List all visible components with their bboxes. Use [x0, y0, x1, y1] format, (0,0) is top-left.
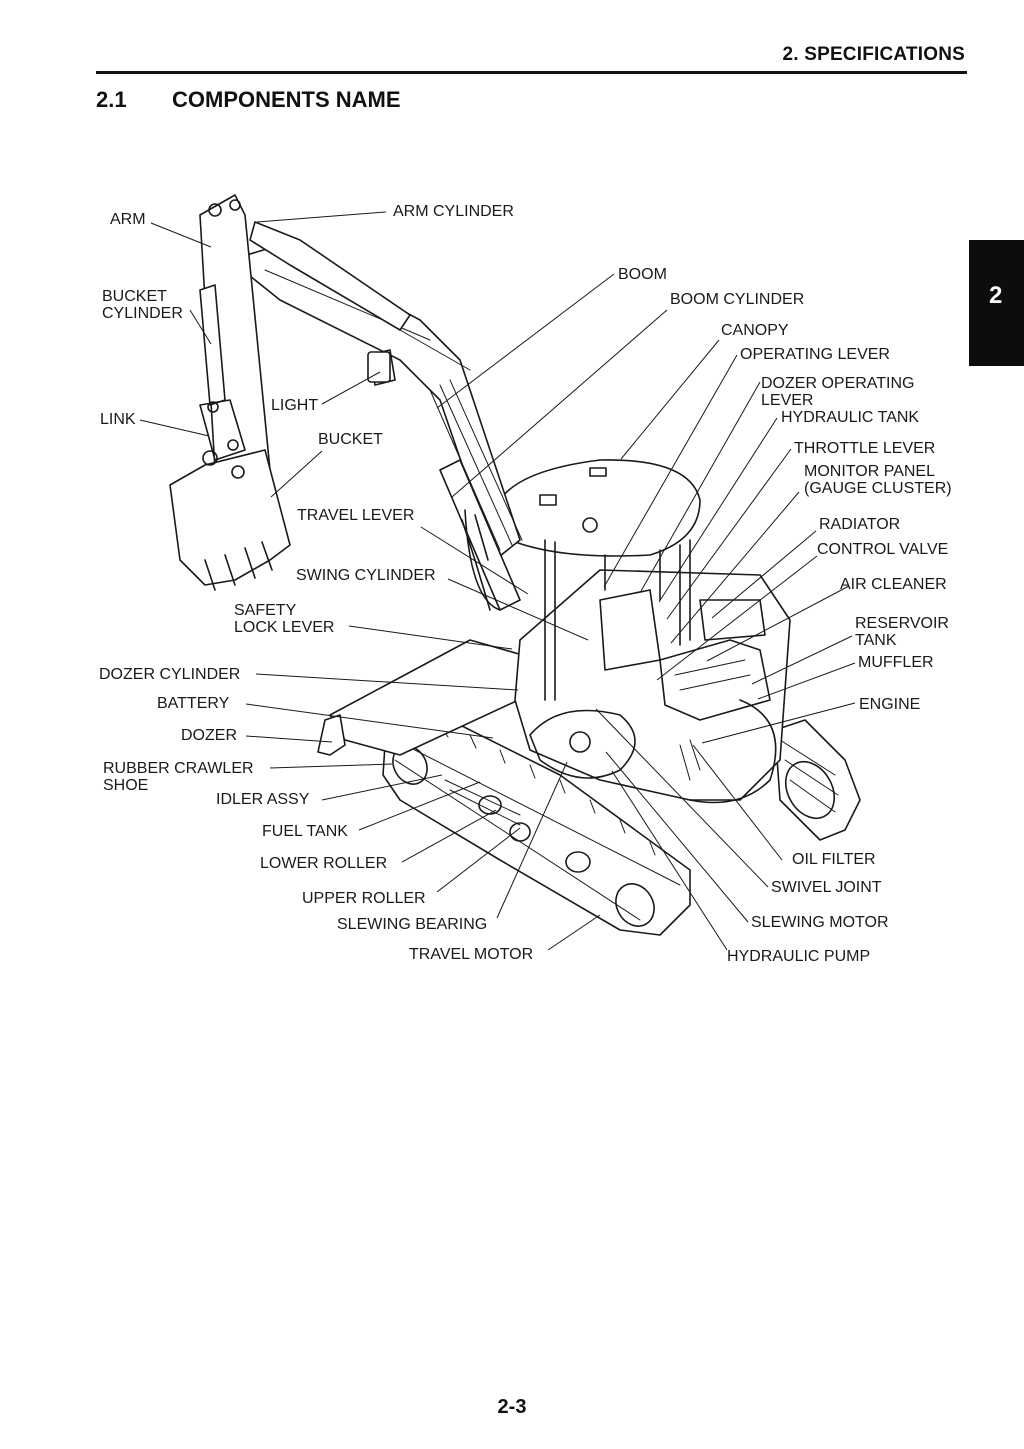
- label-throttle-lever: THROTTLE LEVER: [794, 440, 936, 457]
- label-bucket-cylinder: BUCKET CYLINDER: [102, 288, 183, 322]
- label-boom-cylinder: BOOM CYLINDER: [670, 291, 805, 308]
- chapter-tab: 2: [969, 240, 1024, 366]
- label-arm-cylinder: ARM CYLINDER: [393, 203, 514, 220]
- label-muffler: MUFFLER: [858, 654, 934, 671]
- label-hydraulic-pump: HYDRAULIC PUMP: [727, 948, 871, 965]
- label-dozer-operating-lever: DOZER OPERATING LEVER: [761, 375, 915, 409]
- label-slewing-bearing: SLEWING BEARING: [337, 916, 488, 933]
- label-safety-lock-lever: SAFETY LOCK LEVER: [234, 602, 335, 636]
- label-lower-roller: LOWER ROLLER: [260, 855, 388, 872]
- label-upper-roller: UPPER ROLLER: [302, 890, 426, 907]
- label-monitor-panel: MONITOR PANEL (GAUGE CLUSTER): [804, 463, 952, 497]
- label-engine: ENGINE: [859, 696, 921, 713]
- page-number: 2-3: [497, 1396, 527, 1418]
- label-travel-motor: TRAVEL MOTOR: [409, 946, 534, 963]
- label-battery: BATTERY: [157, 695, 230, 712]
- header-title: 2. SPECIFICATIONS: [782, 44, 965, 65]
- label-reservoir-tank: RESERVOIR TANK: [855, 615, 949, 649]
- label-travel-lever: TRAVEL LEVER: [297, 507, 415, 524]
- label-operating-lever: OPERATING LEVER: [740, 346, 890, 363]
- label-slewing-motor: SLEWING MOTOR: [751, 914, 889, 931]
- label-fuel-tank: FUEL TANK: [262, 823, 348, 840]
- label-rubber-crawler-shoe: RUBBER CRAWLER SHOE: [103, 760, 254, 794]
- excavator-illustration: [169, 194, 861, 936]
- label-hydraulic-tank: HYDRAULIC TANK: [781, 409, 920, 426]
- label-light: LIGHT: [271, 397, 319, 414]
- chapter-tab-label: 2: [989, 282, 1003, 309]
- label-swing-cylinder: SWING CYLINDER: [296, 567, 436, 584]
- label-link: LINK: [100, 411, 136, 428]
- label-arm: ARM: [110, 211, 146, 228]
- label-control-valve: CONTROL VALVE: [817, 541, 949, 558]
- label-idler-assy: IDLER ASSY: [216, 791, 310, 808]
- label-canopy: CANOPY: [721, 322, 789, 339]
- label-air-cleaner: AIR CLEANER: [840, 576, 947, 593]
- section-title: COMPONENTS NAME: [172, 87, 401, 112]
- section-heading: 2.1 COMPONENTS NAME: [96, 87, 401, 113]
- label-dozer: DOZER: [181, 727, 237, 744]
- section-number: 2.1: [96, 87, 127, 112]
- header-rule: [96, 71, 967, 74]
- label-oil-filter: OIL FILTER: [792, 851, 876, 868]
- label-dozer-cylinder: DOZER CYLINDER: [99, 666, 241, 683]
- label-radiator: RADIATOR: [819, 516, 901, 533]
- label-swivel-joint: SWIVEL JOINT: [771, 879, 882, 896]
- label-boom: BOOM: [618, 266, 667, 283]
- label-bucket: BUCKET: [318, 431, 383, 448]
- leader-lines: [139, 211, 856, 951]
